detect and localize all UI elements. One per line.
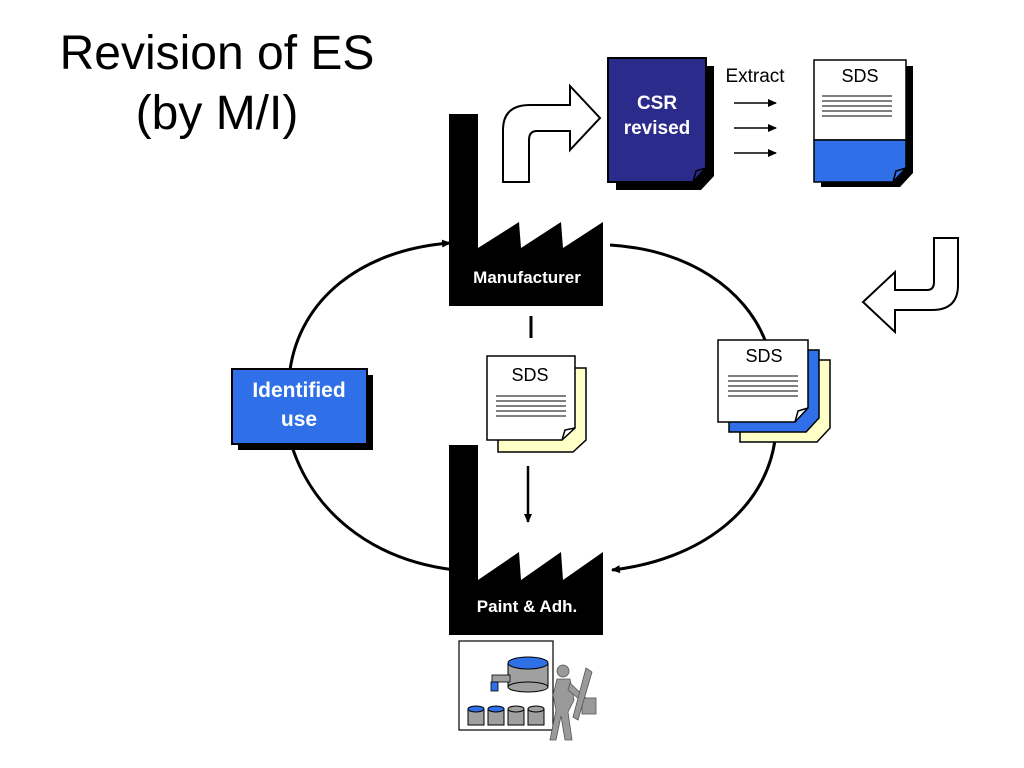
sds-top-text-lines <box>822 95 892 117</box>
extract-label: Extract <box>725 66 785 87</box>
paint-factory: Paint & Adh. <box>449 445 603 635</box>
sds-right-label: SDS <box>745 346 782 366</box>
cycle-arc-top-right <box>609 243 767 341</box>
slide-title-line1: Revision of ES <box>59 27 375 80</box>
csr-label-line2: revised <box>624 118 691 139</box>
slide-title-line2: (by M/I) <box>135 87 299 140</box>
sds-center-text-lines <box>496 395 566 417</box>
cycle-arc-bottom-left <box>288 439 456 572</box>
sds-document-center: SDS <box>486 355 587 453</box>
sds-center-label: SDS <box>511 365 548 385</box>
sds-top-label: SDS <box>841 66 878 86</box>
cycle-arc-top-left <box>288 239 451 371</box>
paint-label: Paint & Adh. <box>477 597 577 616</box>
identified-use-line1: Identified <box>252 379 345 402</box>
sds-right-text-lines <box>728 375 798 397</box>
identified-use-line2: use <box>281 408 317 431</box>
curved-arrow-to-sds-stack <box>861 237 959 335</box>
manufacturer-label: Manufacturer <box>473 268 581 287</box>
sds-document-top: SDS <box>813 59 913 187</box>
paint-mixing-illustration <box>458 640 597 741</box>
csr-label-line1: CSR <box>637 93 677 114</box>
manufacturer-factory: Manufacturer <box>449 114 603 306</box>
csr-document: CSR revised <box>607 57 714 190</box>
worker-figure <box>549 664 597 741</box>
slide-title: Revision of ES (by M/I) <box>0 24 434 144</box>
cycle-arc-bottom-right <box>611 439 777 574</box>
identified-use-box: Identified use <box>231 368 373 450</box>
sds-document-stack: SDS <box>717 339 831 443</box>
curved-arrow-to-csr <box>502 83 602 183</box>
